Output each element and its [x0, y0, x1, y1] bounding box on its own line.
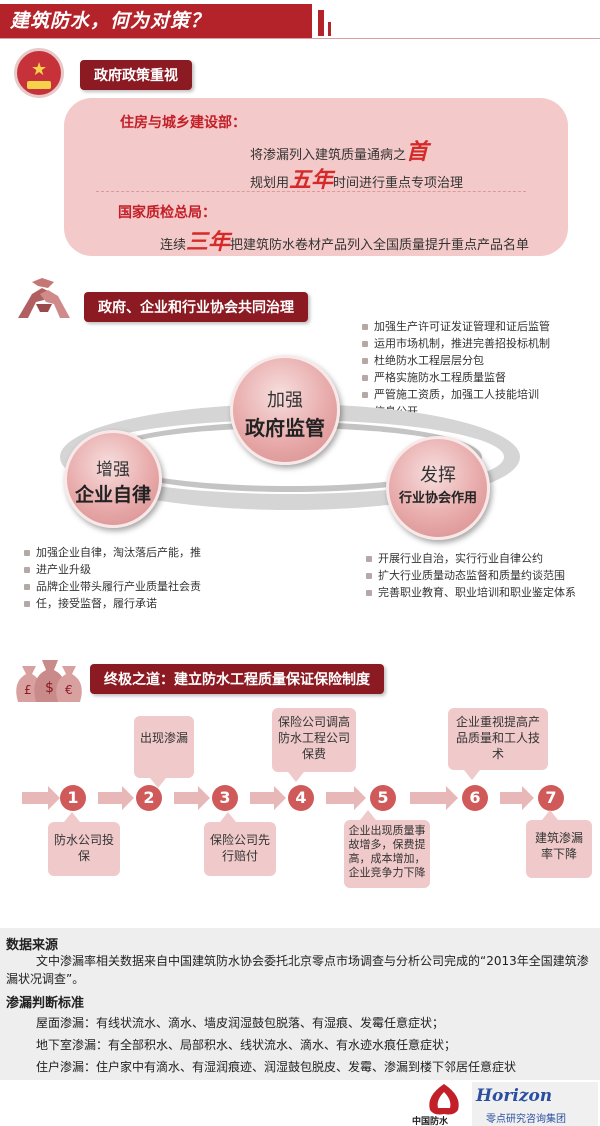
horizon-logo — [472, 1082, 598, 1126]
list-item: 品牌企业带头履行产业质量社会责 — [24, 578, 201, 595]
section-title-insurance: 终极之道：建立防水工程质量保证保险制度 — [90, 664, 384, 694]
callout-step-5: 企业出现质量事故增多，保费提高，成本增加，企业竞争力下降 — [344, 810, 430, 888]
header-bar — [0, 4, 312, 38]
industry-measures-list: 开展行业自治，实行行业自律公约 扩大行业质量动态监督和质量约谈范围 完善职业教育… — [366, 550, 576, 601]
list-item: 加强企业自律，淘汰落后产能，推 — [24, 544, 201, 561]
horizon-logo-subtitle: 零点研究咨询集团 — [486, 1114, 566, 1125]
step-number-1: 1 — [60, 785, 86, 811]
step-number-2: 2 — [136, 785, 162, 811]
policy-line-1-text: 将渗漏列入建筑质量通病之 — [250, 148, 407, 163]
criteria-basement: 地下室渗漏：有全部积水、局部积水、线状流水、滴水、有水迹水痕任意症状； — [36, 1038, 457, 1052]
flow-arrow — [500, 786, 534, 810]
enterprise-selfdiscipline-circle: 增强 企业自律 — [64, 430, 162, 528]
joined-hands-icon — [18, 278, 70, 318]
policy-panel — [64, 98, 568, 256]
step-number-5: 5 — [370, 785, 396, 811]
policy-divider — [96, 191, 526, 192]
svg-text:$: $ — [45, 680, 54, 696]
ent-circle-line1: 增强 — [96, 460, 130, 480]
list-item: 进产业升级 — [24, 561, 201, 578]
policy-line-2-pre: 规划用 — [250, 176, 290, 191]
policy-line-3-pre: 连续 — [160, 238, 187, 253]
data-source-panel — [0, 928, 600, 1080]
ent-circle-line2: 企业自律 — [74, 484, 151, 506]
header-decoration — [318, 10, 324, 36]
callout-step-7: 建筑渗漏率下降 — [526, 810, 592, 878]
list-item: 完善职业教育、职业培训和职业鉴定体系 — [366, 584, 576, 601]
data-source-heading: 数据来源 — [6, 938, 59, 953]
flow-arrow — [22, 786, 60, 810]
ind-circle-line1: 发挥 — [420, 465, 456, 486]
list-item: 扩大行业质量动态监督和质量约谈范围 — [366, 567, 576, 584]
china-waterproof-logo-text: 中国防水 — [412, 1117, 449, 1126]
ministry-quality-label: 国家质检总局： — [118, 205, 216, 221]
list-item: 严管施工资质，加强工人技能培训 — [362, 386, 550, 403]
criteria-heading: 渗漏判断标准 — [6, 996, 85, 1011]
section-title-policy: 政府政策重视 — [80, 60, 192, 90]
flow-arrow — [410, 786, 458, 810]
china-waterproof-logo-icon — [429, 1084, 459, 1115]
callout-step-6: 企业重视提高产品质量和工人技术 — [448, 708, 548, 780]
ind-circle-line2: 行业协会作用 — [398, 491, 477, 506]
step-number-3: 3 — [212, 785, 238, 811]
step-number-4: 4 — [288, 785, 314, 811]
money-bags-icon: £ $ € — [16, 660, 82, 702]
flow-arrow — [250, 786, 286, 810]
gov-circle-line1: 加强 — [267, 390, 303, 411]
enterprise-measures-list: 加强企业自律，淘汰落后产能，推 进产业升级 品牌企业带头履行产业质量社会责 任，… — [24, 544, 201, 612]
policy-line-1-highlight: 首 — [406, 140, 429, 165]
step-number-6: 6 — [462, 785, 488, 811]
data-source-text: 文中渗漏率相关数据来自中国建筑防水协会委托北京零点市场调查与分析公司完成的“20… — [6, 954, 589, 986]
list-item: 加强生产许可证发证管理和证后监管 — [362, 318, 550, 335]
section-title-cogovernance: 政府、企业和行业协会共同治理 — [84, 292, 308, 322]
flow-arrow — [174, 786, 210, 810]
gov-oversight-circle: 加强 政府监管 — [230, 355, 340, 465]
list-item: 严格实施防水工程质量监督 — [362, 369, 550, 386]
ministry-housing-label: 住房与城乡建设部： — [120, 115, 246, 131]
policy-line-2-post: 时间进行重点专项治理 — [333, 176, 464, 191]
gov-measures-list: 加强生产许可证发证管理和证后监管 运用市场机制，推进完善招投标机制 杜绝防水工程… — [362, 318, 550, 420]
flow-arrow — [98, 786, 134, 810]
callout-step-3: 保险公司先行赔付 — [204, 812, 276, 876]
policy-line-3-highlight: 三年 — [186, 230, 231, 255]
callout-step-1: 防水公司投保 — [48, 812, 120, 876]
svg-text:€: € — [65, 683, 73, 697]
policy-line-1: 将渗漏列入建筑质量通病之首 — [250, 134, 428, 166]
list-item: 运用市场机制，推进完善招投标机制 — [362, 335, 550, 352]
header-divider — [0, 38, 600, 39]
national-emblem-icon: ★ — [14, 48, 64, 98]
svg-text:£: £ — [24, 683, 32, 697]
flow-arrow — [326, 786, 366, 810]
header-decoration — [328, 22, 331, 36]
list-item: 杜绝防水工程层层分包 — [362, 352, 550, 369]
callout-step-4: 保险公司调高防水工程公司保费 — [272, 708, 356, 782]
horizon-logo-text: Horizon — [476, 1086, 553, 1106]
criteria-household: 住户渗漏：住户家中有滴水、有湿润痕迹、润湿鼓包脱皮、发霉、渗漏到楼下邻居任意症状 — [36, 1060, 517, 1074]
criteria-roof: 屋面渗漏：有线状流水、滴水、墙皮润湿鼓包脱落、有湿痕、发霉任意症状； — [36, 1016, 445, 1030]
callout-step-2: 出现渗漏 — [134, 716, 194, 788]
step-number-7: 7 — [538, 785, 564, 811]
list-item: 任，接受监督，履行承诺 — [24, 595, 201, 612]
list-item: 开展行业自治，实行行业自律公约 — [366, 550, 576, 567]
gov-circle-line2: 政府监管 — [245, 416, 325, 440]
policy-line-2: 规划用五年时间进行重点专项治理 — [250, 162, 463, 194]
policy-line-3-post: 把建筑防水卷材产品列入全国质量提升重点产品名单 — [230, 238, 530, 253]
page-title: 建筑防水，何为对策？ — [10, 10, 211, 32]
industry-association-circle: 发挥 行业协会作用 — [386, 436, 490, 540]
policy-line-2-highlight: 五年 — [289, 168, 334, 193]
policy-line-3: 连续三年把建筑防水卷材产品列入全国质量提升重点产品名单 — [160, 224, 529, 256]
